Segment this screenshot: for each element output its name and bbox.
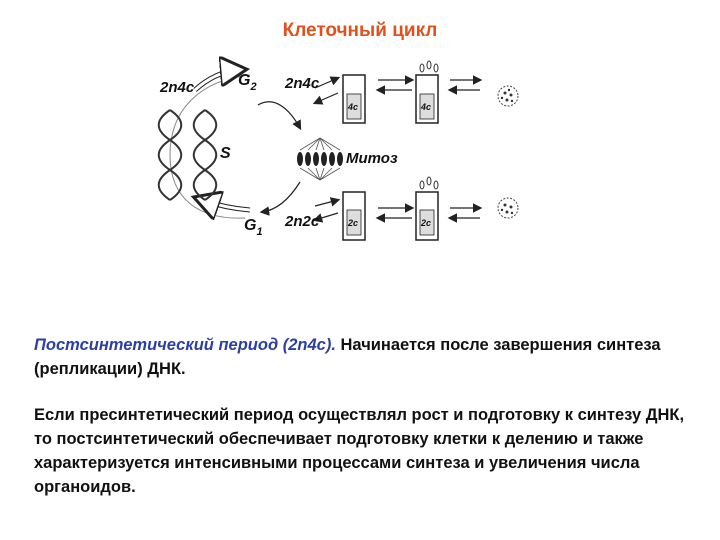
label-2n2c: 2n2c [284, 213, 320, 230]
label-g1: G1 [244, 217, 263, 238]
slide-title: Клеточный цикл [282, 20, 438, 41]
tube-bottom-1-icon [342, 191, 366, 241]
cycle-arc-right [257, 101, 302, 131]
label-mitosis: Митоз [346, 150, 398, 167]
term-highlight: Постсинтетический период (2n4c). [34, 336, 336, 354]
bubbles-icon [419, 60, 439, 73]
tube-bottom-2-label: 2c [420, 218, 431, 228]
tube-bottom-1-label: 2c [347, 218, 358, 228]
paragraph-1: Постсинтетический период (2n4c). Начинае… [34, 333, 694, 381]
cell-bottom-icon [497, 197, 519, 219]
label-s: S [220, 145, 231, 162]
g2-arrow [193, 67, 239, 92]
label-g2: G2 [238, 72, 257, 93]
tube-top-1-icon [342, 74, 366, 124]
label-2n4c-left: 2n4c [159, 79, 195, 96]
tube-top-1-label: 4c [347, 102, 358, 112]
description-text: Постсинтетический период (2n4c). Начинае… [34, 333, 694, 499]
cell-top-icon [497, 85, 519, 107]
tube-bottom-2-icon [415, 176, 439, 241]
paragraph-2: Если пресинтетический период осуществлял… [34, 406, 685, 496]
tube-top-2-icon [415, 60, 439, 124]
label-2n4c-top: 2n4c [284, 75, 320, 92]
tube-top-2-label: 4c [420, 102, 431, 112]
cell-cycle-diagram: 2n4c G2 2n4c S Митоз 2n2c G1 4c 4c 2c 2c [157, 50, 519, 241]
mitosis-spindle-icon [297, 137, 343, 181]
paragraph-1-rest: Начинается после завершения синтеза (реп… [34, 336, 661, 378]
dna-helix-icon [157, 109, 218, 201]
